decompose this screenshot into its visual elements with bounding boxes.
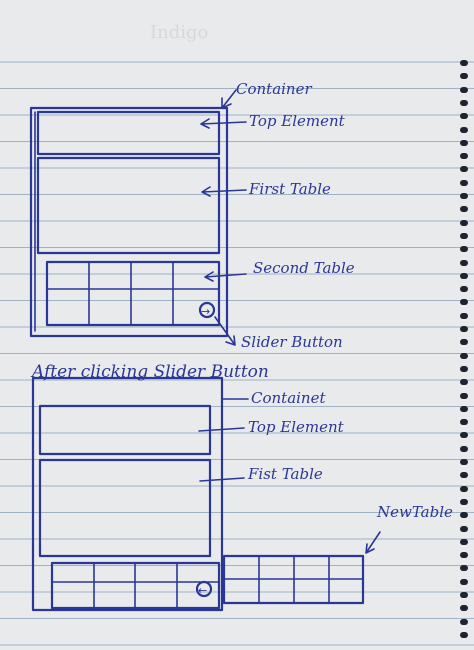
binding-hole: [460, 232, 468, 239]
caption-after-clicking: After clicking Slider Button: [32, 362, 269, 382]
label-top-element-after: Top Element: [248, 418, 344, 436]
binding-hole: [460, 326, 468, 332]
binding-hole: [460, 605, 468, 612]
slider-button-glyph: →: [201, 305, 210, 318]
slider-button[interactable]: [198, 301, 216, 319]
binding-hole: [460, 126, 468, 133]
binding-hole: [460, 405, 468, 412]
label-slider-button: Slider Button: [241, 333, 343, 351]
binding-hole: [460, 498, 468, 505]
binding-hole: [460, 445, 468, 452]
binding-hole: [460, 432, 468, 439]
binding-hole: [460, 219, 468, 226]
binding-hole: [460, 538, 468, 545]
slider-button-after[interactable]: [195, 580, 213, 598]
binding-hole: [460, 365, 468, 372]
new-table-pointer-arrow: [365, 531, 381, 554]
binding-hole: [460, 206, 468, 213]
binding-hole: [460, 352, 468, 359]
first-table-after-pointer: [199, 477, 245, 482]
binding-hole: [460, 99, 468, 106]
binding-hole: [460, 259, 468, 266]
binding-hole: [460, 525, 468, 532]
binding-hole: [460, 299, 468, 306]
binding-hole: [460, 552, 468, 559]
binding-hole: [460, 153, 468, 160]
first-table-box: [36, 156, 221, 255]
binding-hole: [460, 618, 468, 625]
spiral-binding: [460, 60, 470, 650]
container-box-after: [31, 376, 224, 612]
label-first-table-after: Fist Table: [248, 465, 323, 483]
top-element-box-after: [38, 404, 212, 456]
binding-hole: [460, 419, 468, 426]
label-first-table: First Table: [249, 180, 331, 198]
top-element-after-pointer: [198, 427, 245, 432]
binding-hole: [460, 472, 468, 479]
second-table-pointer-arrow: [204, 271, 247, 282]
binding-hole: [460, 631, 468, 638]
label-container-after: Containet: [251, 389, 326, 407]
binding-hole: [460, 485, 468, 492]
binding-hole: [460, 179, 468, 186]
binding-hole: [460, 379, 468, 386]
binding-hole: [460, 565, 468, 572]
binding-hole: [460, 392, 468, 399]
label-top-element: Top Element: [249, 112, 345, 130]
slider-pointer-arrow: [214, 316, 236, 346]
top-element-pointer-arrow: [200, 118, 247, 129]
binding-hole: [460, 60, 468, 66]
binding-hole: [460, 339, 468, 346]
label-container: Container: [236, 80, 312, 98]
top-element-box: [36, 110, 221, 156]
binding-hole: [460, 272, 468, 279]
binding-hole: [460, 113, 468, 120]
binding-hole: [460, 73, 468, 80]
container-pointer-arrow: [221, 89, 237, 109]
binding-hole: [460, 459, 468, 465]
ruled-lines: [0, 61, 474, 646]
first-table-box-after: [38, 458, 212, 558]
binding-hole: [460, 312, 468, 319]
embossed-logo: Indigo: [150, 22, 208, 43]
second-table-box: [45, 260, 221, 327]
binding-hole: [460, 286, 468, 293]
binding-hole: [460, 139, 468, 146]
container-box: [29, 106, 229, 338]
first-table-pointer-arrow: [201, 186, 247, 197]
label-new-table: NewTable: [377, 503, 453, 521]
binding-hole: [460, 86, 468, 93]
binding-hole: [460, 166, 468, 173]
binding-hole: [460, 592, 468, 598]
binding-hole: [460, 512, 468, 519]
label-second-table: Second Table: [253, 259, 355, 277]
binding-hole: [460, 578, 468, 585]
binding-hole: [460, 246, 468, 253]
slider-button-glyph-after: ←: [198, 584, 207, 597]
binding-hole: [460, 193, 468, 199]
